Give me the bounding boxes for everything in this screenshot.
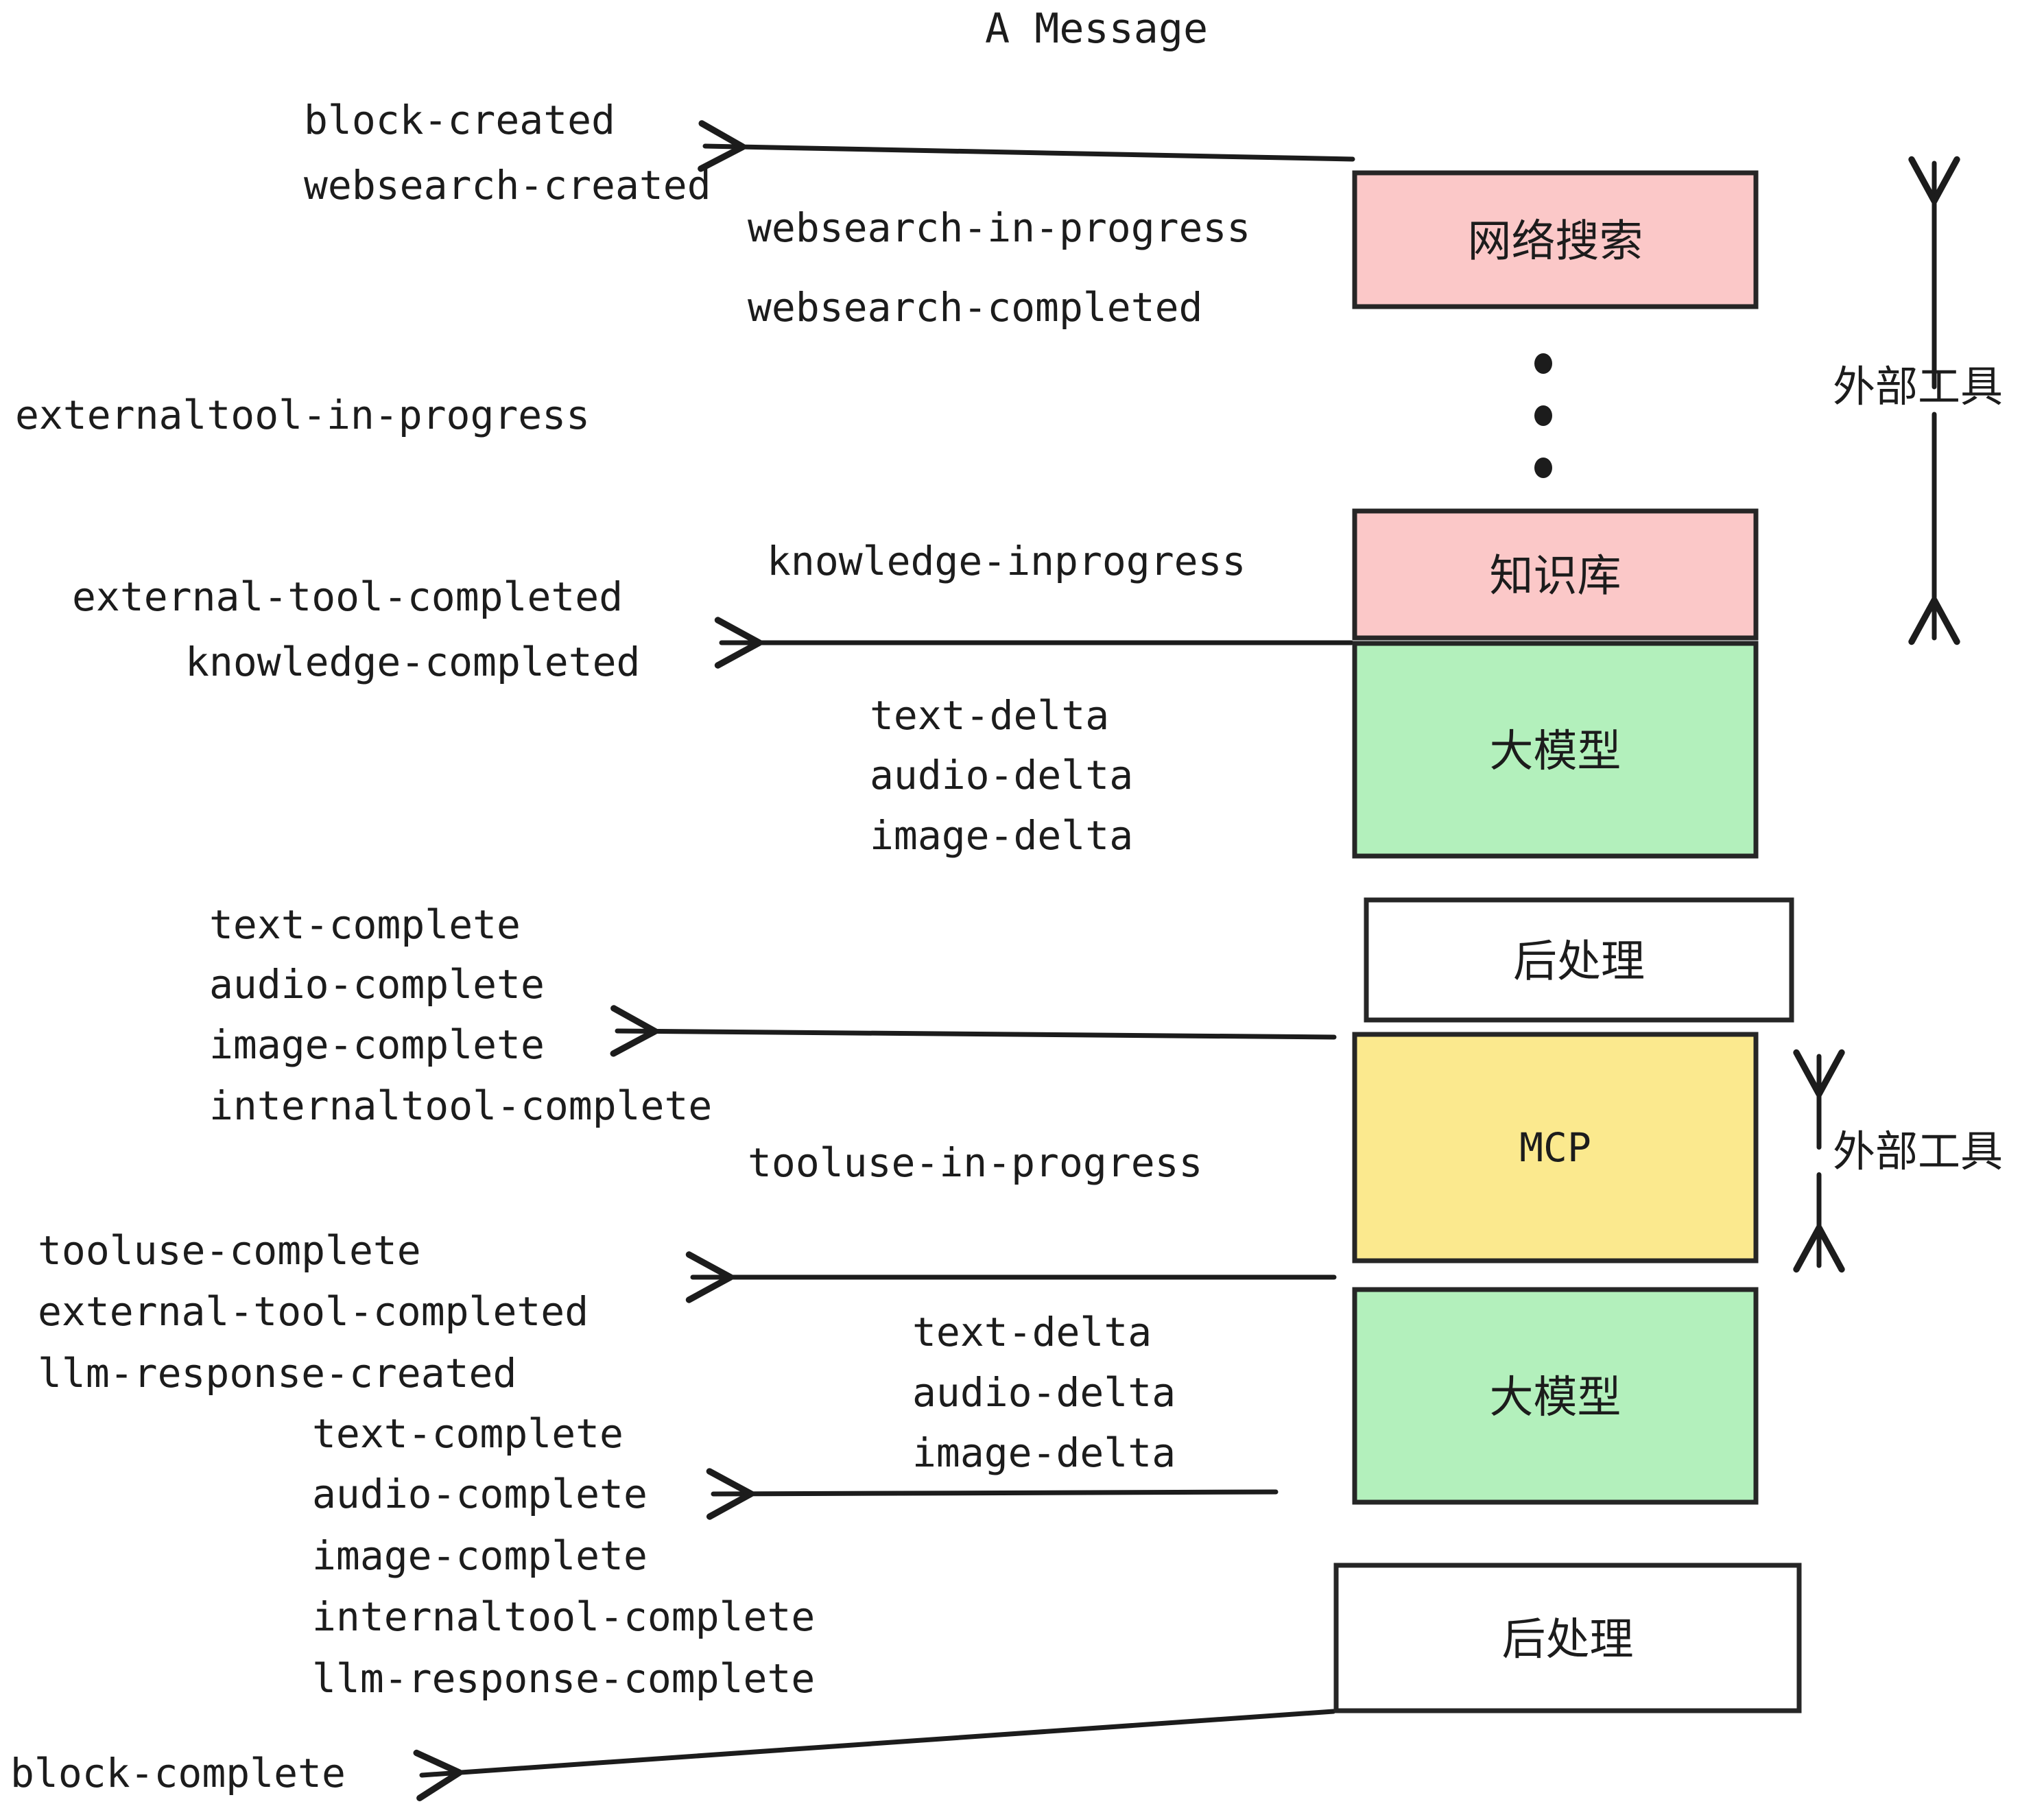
node-knowledge: 知识库 <box>1352 508 1759 641</box>
node-mcp: MCP <box>1352 1032 1759 1263</box>
event-label: internaltool-complete <box>209 1082 712 1129</box>
side-group-label: 外部工具 <box>1833 1126 2003 1176</box>
event-label: tooluse-in-progress <box>748 1139 1202 1186</box>
node-postprocess-2: 后处理 <box>1333 1563 1802 1713</box>
event-label: externaltool-in-progress <box>15 392 590 438</box>
event-label: external-tool-completed <box>72 573 623 620</box>
ellipsis-dot-icon <box>1534 458 1552 478</box>
node-box-knowledge <box>1352 508 1759 641</box>
side-group-external-tools-lower: 外部工具 <box>1793 1049 2003 1273</box>
node-box-postprocess-1 <box>1364 897 1794 1023</box>
node-websearch: 网络搜索 <box>1352 170 1759 309</box>
node-label-postprocess-1: 后处理 <box>1513 937 1645 988</box>
node-label-postprocess-2: 后处理 <box>1502 1615 1634 1665</box>
ellipsis-dot-icon <box>1534 405 1552 426</box>
event-label: image-delta <box>912 1429 1176 1476</box>
event-label: audio-delta <box>912 1369 1176 1416</box>
side-group-external-tools-upper: 外部工具 <box>1833 156 2003 645</box>
ellipsis-dot-icon <box>1534 353 1552 374</box>
event-label: tooluse-complete <box>38 1227 421 1274</box>
event-label: knowledge-inprogress <box>767 538 1246 584</box>
node-label-llm-1: 大模型 <box>1490 726 1621 777</box>
ellipsis-layer <box>1534 353 1552 478</box>
arrow-image-complete <box>610 1005 1337 1057</box>
event-label: image-complete <box>209 1021 545 1068</box>
node-box-llm-1 <box>1352 641 1759 859</box>
arrow-block-complete <box>413 1709 1336 1801</box>
event-label: image-complete <box>312 1532 647 1579</box>
event-label-layer: block-created websearch-created websearch-… <box>10 97 1250 1796</box>
event-label: block-complete <box>10 1750 346 1796</box>
event-label: audio-complete <box>209 961 545 1008</box>
event-label: llm-response-complete <box>312 1655 815 1702</box>
event-label: audio-delta <box>870 752 1133 798</box>
event-label: knowledge-completed <box>185 639 640 685</box>
node-box-postprocess-2 <box>1333 1563 1802 1713</box>
event-label: internaltool-complete <box>312 1593 815 1640</box>
node-box-mcp <box>1352 1032 1759 1263</box>
event-label: websearch-created <box>304 162 711 209</box>
event-label: websearch-completed <box>748 284 1202 331</box>
arrow-audio-complete <box>706 1468 1279 1520</box>
node-label-knowledge: 知识库 <box>1490 551 1621 602</box>
node-box-llm-2 <box>1352 1287 1759 1505</box>
page-title: A Message <box>985 5 1208 53</box>
event-label: external-tool-completed <box>38 1288 589 1335</box>
arrow-layer <box>413 120 1355 1801</box>
node-llm-1: 大模型 <box>1352 641 1759 859</box>
node-postprocess-1: 后处理 <box>1364 897 1794 1023</box>
side-group-label: 外部工具 <box>1833 361 2003 412</box>
event-label: block-created <box>304 97 615 143</box>
arrow-block-created <box>698 120 1355 172</box>
event-label: text-complete <box>209 901 521 948</box>
event-label: websearch-in-progress <box>748 204 1250 251</box>
event-label: text-delta <box>870 692 1109 739</box>
node-label-llm-2: 大模型 <box>1490 1373 1621 1423</box>
event-label: llm-response-created <box>38 1350 516 1397</box>
node-box-websearch <box>1352 170 1759 309</box>
event-label: audio-complete <box>312 1471 647 1517</box>
node-label-websearch: 网络搜索 <box>1468 217 1643 268</box>
node-label-mcp: MCP <box>1519 1124 1591 1171</box>
node-llm-2: 大模型 <box>1352 1287 1759 1505</box>
event-label: image-delta <box>870 812 1133 859</box>
event-label: text-delta <box>912 1309 1152 1355</box>
event-label: text-complete <box>312 1410 623 1457</box>
